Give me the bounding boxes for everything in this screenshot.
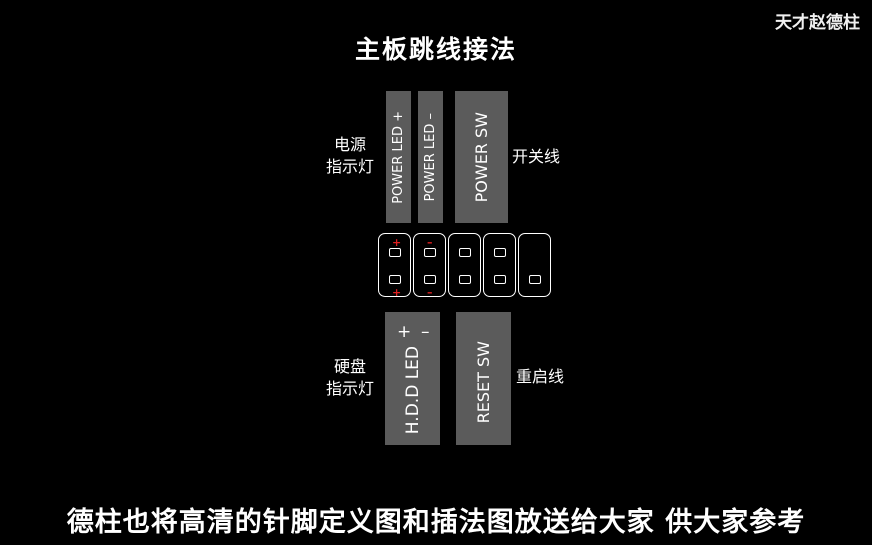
pin (459, 275, 471, 284)
pin (529, 275, 541, 284)
power-led-minus-text: POWER LED – (423, 112, 438, 202)
pin (459, 248, 471, 257)
hdd-led-label-line2: 指示灯 (325, 379, 374, 398)
reset-sw-connector: RESET SW (456, 312, 511, 445)
pin-header: + + – – (378, 233, 553, 299)
pin (494, 275, 506, 284)
pin (424, 275, 436, 284)
power-led-minus-connector: POWER LED – (418, 91, 443, 223)
power-sw-connector: POWER SW (455, 91, 508, 223)
power-led-plus-connector: POWER LED + (386, 91, 411, 223)
plus-mark: + (392, 286, 402, 299)
pin-column-1: + + (378, 233, 411, 299)
power-sw-text: POWER SW (472, 111, 491, 203)
power-led-plus-text: POWER LED + (391, 110, 406, 204)
reset-sw-label: 重启线 (516, 367, 565, 386)
pin (389, 248, 401, 257)
hdd-plus-sign: + (397, 322, 412, 342)
pin-column-2: – – (413, 233, 446, 299)
hdd-led-connector: + – H.D.D LED (385, 312, 440, 445)
power-led-label-line2: 指示灯 (325, 157, 374, 176)
pin (494, 248, 506, 257)
pin (424, 248, 436, 257)
pin-column-4 (483, 233, 516, 297)
plus-mark: + (392, 236, 402, 249)
hdd-led-text: H.D.D LED (402, 346, 423, 435)
pin-column-5 (518, 233, 551, 297)
diagram-title: 主板跳线接法 (354, 35, 517, 64)
reset-sw-text: RESET SW (474, 341, 493, 424)
hdd-led-label-line1: 硬盘 (333, 357, 366, 376)
subtitle-caption: 德柱也将高清的针脚定义图和插法图放送给大家 供大家参考 (66, 507, 806, 538)
power-led-label: 电源 指示灯 (318, 134, 382, 178)
watermark: 天才赵德柱 (775, 13, 860, 33)
power-sw-label: 开关线 (512, 147, 561, 166)
hdd-minus-sign: – (421, 322, 430, 342)
minus-mark: – (427, 286, 433, 299)
pin-column-3 (448, 233, 481, 297)
minus-mark: – (427, 236, 433, 249)
hdd-led-label: 硬盘 指示灯 (318, 356, 382, 400)
pin (389, 275, 401, 284)
power-led-label-line1: 电源 (333, 135, 366, 154)
